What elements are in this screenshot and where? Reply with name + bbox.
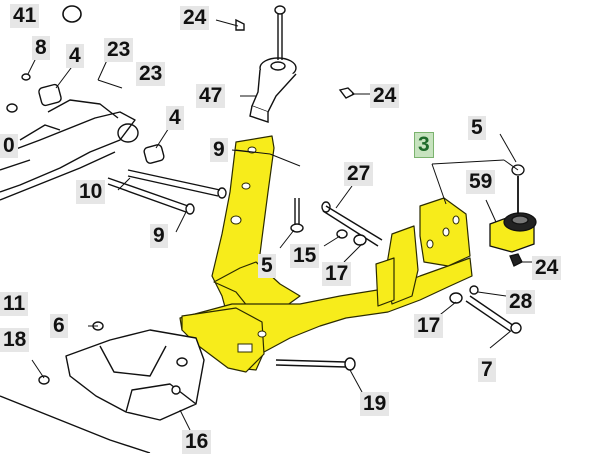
- callout-5-mid[interactable]: 5: [258, 254, 276, 278]
- callout-17-mid[interactable]: 17: [322, 262, 352, 286]
- bolt-19: [275, 357, 356, 371]
- callout-9-lower[interactable]: 9: [150, 224, 168, 248]
- callout-41[interactable]: 41: [10, 4, 40, 28]
- callout-6[interactable]: 6: [50, 314, 68, 338]
- bolt-5-mid: [290, 198, 304, 233]
- callout-18[interactable]: 18: [0, 328, 30, 352]
- callout-24-right[interactable]: 24: [532, 256, 562, 280]
- callout-19[interactable]: 19: [360, 392, 390, 416]
- callout-24-mid[interactable]: 24: [370, 84, 400, 108]
- bolt-27: [321, 201, 383, 247]
- callout-27[interactable]: 27: [344, 162, 374, 186]
- callout-17-right[interactable]: 17: [414, 314, 444, 338]
- callout-59[interactable]: 59: [466, 170, 496, 194]
- callout-11[interactable]: 11: [0, 292, 29, 316]
- callout-8[interactable]: 8: [32, 36, 50, 60]
- leader-lines: [27, 19, 532, 431]
- callout-5-right[interactable]: 5: [468, 116, 486, 140]
- callout-4-left[interactable]: 4: [66, 44, 84, 68]
- frame-holes: [230, 146, 460, 353]
- callout-28[interactable]: 28: [506, 290, 536, 314]
- upper-mount: [235, 5, 356, 123]
- callout-47[interactable]: 47: [196, 84, 226, 108]
- callout-15[interactable]: 15: [290, 244, 320, 268]
- top-left-washer: [62, 5, 82, 23]
- highlighted-frame: [179, 135, 473, 373]
- left-bolts: [107, 169, 227, 215]
- callout-24-top[interactable]: 24: [180, 6, 210, 30]
- left-bushings: [6, 73, 165, 164]
- callout-16[interactable]: 16: [182, 430, 212, 454]
- bolt-7: [449, 285, 522, 334]
- callout-10[interactable]: 10: [76, 180, 106, 204]
- callout-9-upper[interactable]: 9: [210, 138, 228, 162]
- callout-23-b[interactable]: 23: [136, 62, 166, 86]
- mount-block-59: [489, 164, 537, 267]
- callout-4-mid[interactable]: 4: [166, 106, 184, 130]
- lower-bracket-16: [0, 321, 205, 453]
- callout-7[interactable]: 7: [478, 358, 496, 382]
- callout-23-a[interactable]: 23: [104, 38, 134, 62]
- left-frame-rails: [0, 99, 139, 201]
- callout-0[interactable]: 0: [0, 134, 18, 158]
- callout-3[interactable]: 3: [414, 132, 434, 158]
